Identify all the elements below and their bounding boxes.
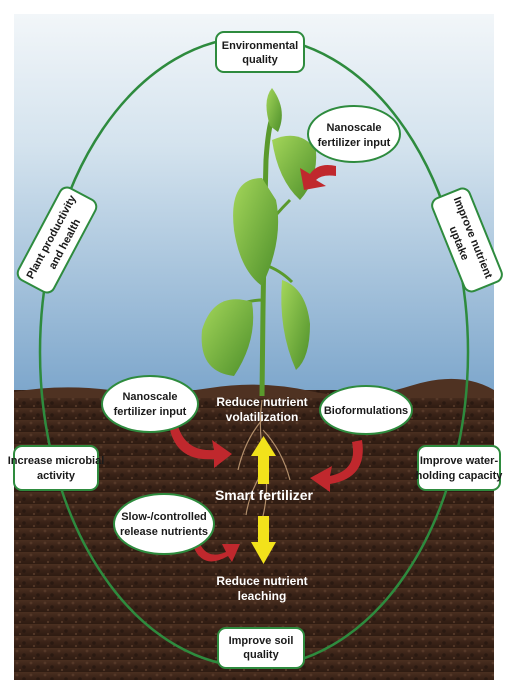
svg-text:Bioformulations: Bioformulations	[324, 405, 408, 417]
input-bioformulations: Bioformulations	[320, 386, 412, 434]
svg-text:fertilizer input: fertilizer input	[318, 137, 391, 149]
svg-text:holding capacity: holding capacity	[416, 470, 504, 482]
leaching-label-2: leaching	[238, 589, 287, 603]
input-soil-nanoscale: Nanoscale fertilizer input	[102, 376, 198, 432]
svg-text:Nanoscale: Nanoscale	[326, 122, 381, 134]
input-leaf-nanoscale: Nanoscale fertilizer input	[308, 106, 400, 162]
input-slow-release: Slow-/controlled release nutrients	[114, 494, 214, 554]
smart-fertilizer-label: Smart fertilizer	[215, 487, 314, 503]
node-improve-water-holding: Improve water- holding capacity	[416, 446, 504, 490]
svg-text:activity: activity	[37, 470, 76, 482]
svg-text:quality: quality	[242, 54, 278, 66]
svg-text:Environmental: Environmental	[222, 40, 298, 52]
svg-text:Improve water-: Improve water-	[420, 455, 499, 467]
svg-text:Increase microbial: Increase microbial	[8, 455, 105, 467]
svg-text:Improve soil: Improve soil	[229, 635, 294, 647]
svg-text:fertilizer input: fertilizer input	[114, 406, 187, 418]
svg-text:Slow-/controlled: Slow-/controlled	[121, 511, 207, 523]
svg-text:Nanoscale: Nanoscale	[122, 391, 177, 403]
volatilization-label: Reduce nutrient	[216, 395, 307, 409]
node-improve-soil-quality: Improve soil quality	[218, 628, 304, 668]
node-environmental-quality: Environmental quality	[216, 32, 304, 72]
volatilization-label-2: volatilization	[226, 410, 299, 424]
svg-text:release nutrients: release nutrients	[120, 526, 208, 538]
leaching-label: Reduce nutrient	[216, 574, 307, 588]
svg-text:quality: quality	[243, 649, 279, 661]
node-increase-microbial-activity: Increase microbial activity	[8, 446, 105, 490]
